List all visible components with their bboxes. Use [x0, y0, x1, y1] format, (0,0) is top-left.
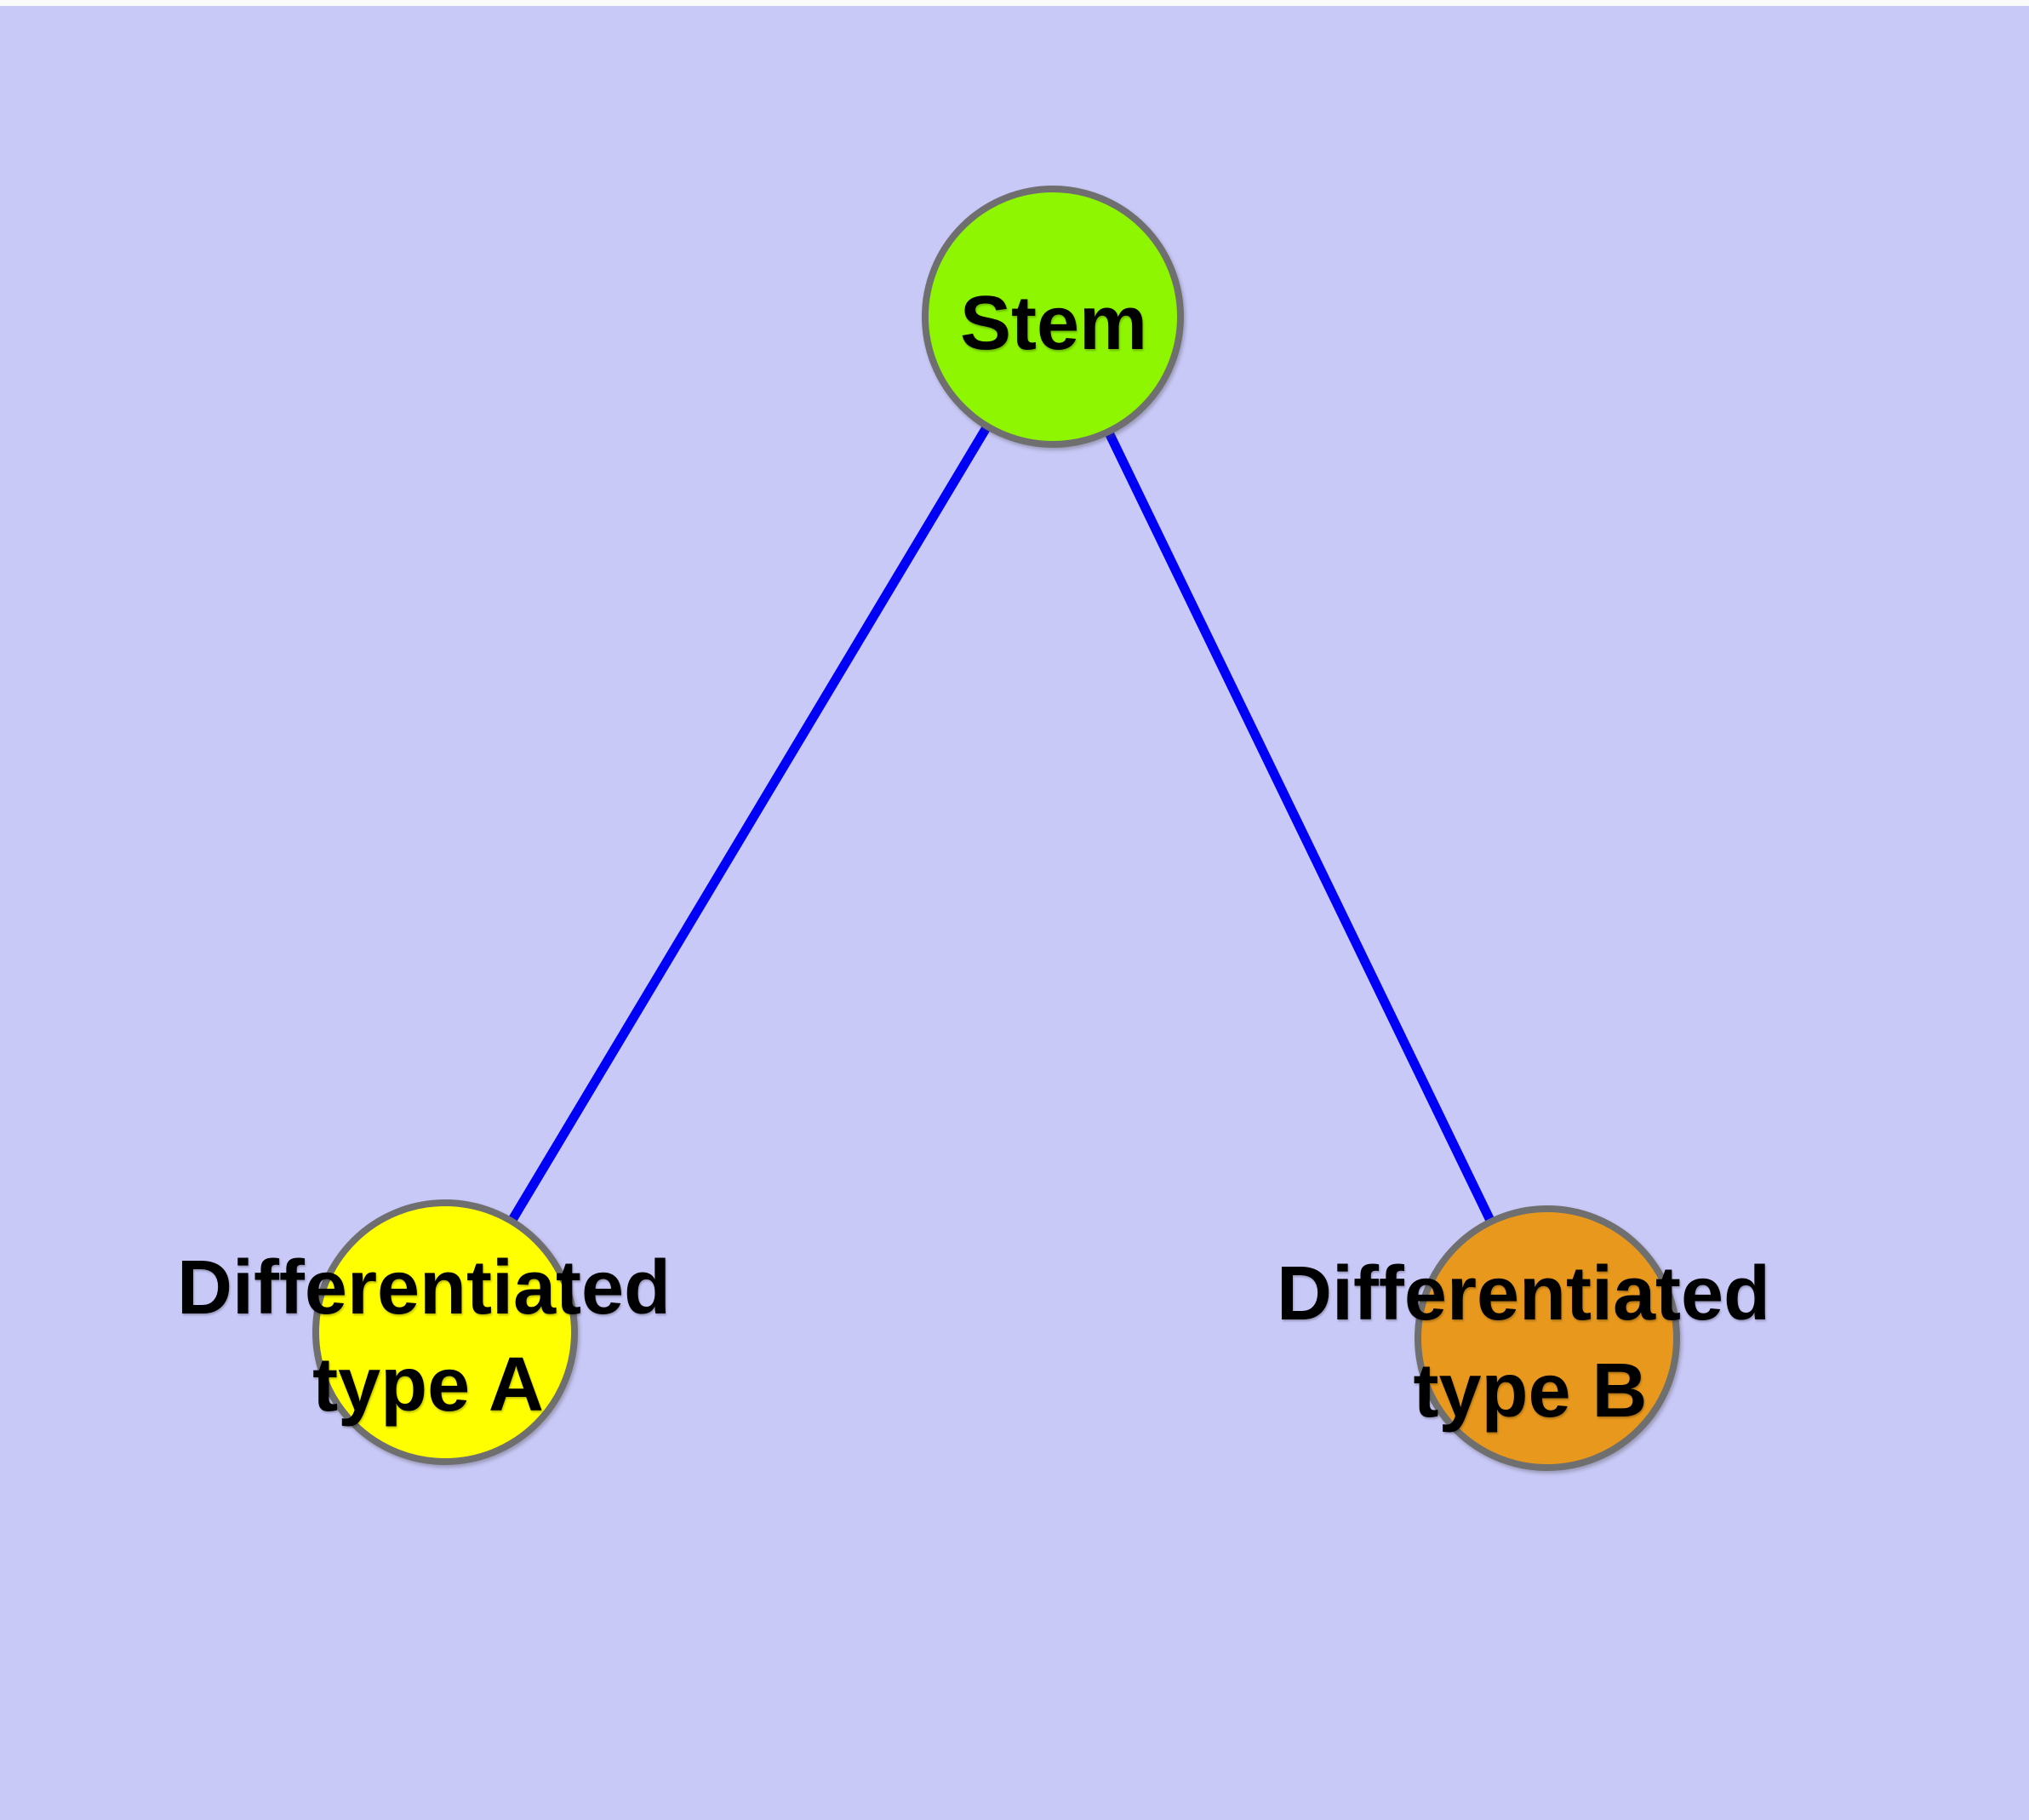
- edge-stem-to-type-a: [441, 314, 1057, 1335]
- node-type-b-label-line2: type B: [1413, 1348, 1647, 1434]
- node-type-b-circle: [1415, 1205, 1680, 1471]
- node-stem-label: Stem: [960, 281, 1147, 366]
- node-type-a-label-line2: type A: [312, 1342, 544, 1428]
- edge-stem-to-type-b: [1049, 314, 1552, 1341]
- node-type-a-label-line1: Differentiated: [177, 1245, 671, 1331]
- node-type-a-circle: [312, 1199, 578, 1465]
- node-stem-circle: [922, 186, 1184, 448]
- node-type-b-label-line1: Differentiated: [1277, 1251, 1770, 1336]
